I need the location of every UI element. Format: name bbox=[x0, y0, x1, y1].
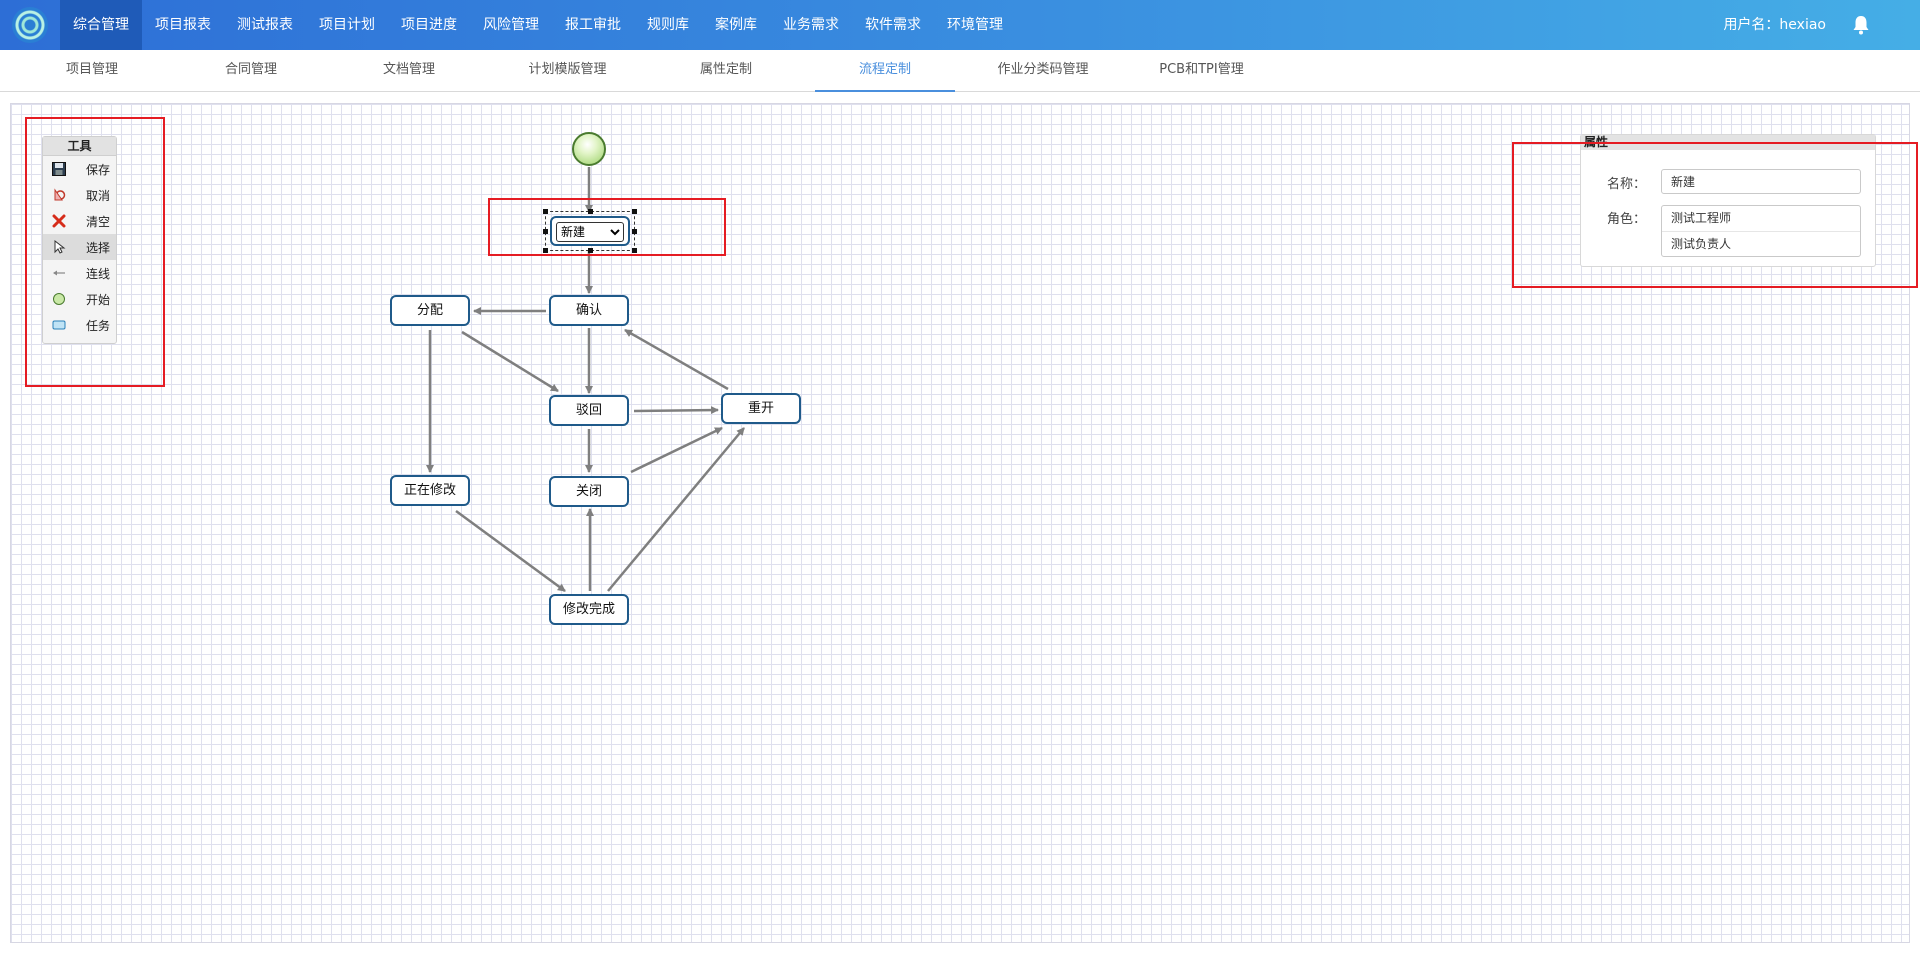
tab-plan-template[interactable]: 计划模版管理 bbox=[512, 50, 623, 92]
tab-project-management[interactable]: 项目管理 bbox=[37, 50, 147, 92]
bell-icon[interactable] bbox=[1852, 15, 1870, 35]
tab-job-category[interactable]: 作业分类码管理 bbox=[988, 50, 1098, 92]
node-assign[interactable]: 分配 bbox=[390, 295, 470, 326]
node-confirm[interactable]: 确认 bbox=[549, 295, 629, 326]
nav-item-cases[interactable]: 案例库 bbox=[702, 0, 770, 50]
tab-pcb-tpi[interactable]: PCB和TPI管理 bbox=[1146, 50, 1257, 92]
sub-tabs: 项目管理 合同管理 文档管理 计划模版管理 属性定制 流程定制 作业分类码管理 … bbox=[0, 50, 1920, 92]
tab-document-management[interactable]: 文档管理 bbox=[354, 50, 464, 92]
node-close[interactable]: 关闭 bbox=[549, 476, 629, 507]
start-node[interactable] bbox=[572, 132, 606, 166]
main-nav: 综合管理 项目报表 测试报表 项目计划 项目进度 风险管理 报工审批 规则库 案… bbox=[60, 0, 1016, 50]
highlight-box-properties bbox=[1512, 142, 1918, 288]
nav-item-project-report[interactable]: 项目报表 bbox=[142, 0, 224, 50]
tab-attribute-custom[interactable]: 属性定制 bbox=[671, 50, 781, 92]
node-modifying[interactable]: 正在修改 bbox=[390, 475, 470, 506]
logo-icon[interactable] bbox=[12, 7, 48, 43]
nav-item-environment[interactable]: 环境管理 bbox=[934, 0, 1016, 50]
highlight-box-node bbox=[488, 198, 726, 256]
nav-item-software-req[interactable]: 软件需求 bbox=[852, 0, 934, 50]
highlight-box-tools bbox=[25, 117, 165, 387]
nav-item-zonghe[interactable]: 综合管理 bbox=[60, 0, 142, 50]
nav-item-risk[interactable]: 风险管理 bbox=[470, 0, 552, 50]
nav-item-work-approval[interactable]: 报工审批 bbox=[552, 0, 634, 50]
node-reopen[interactable]: 重开 bbox=[721, 393, 801, 424]
tab-flow-custom[interactable]: 流程定制 bbox=[815, 50, 955, 92]
nav-item-test-report[interactable]: 测试报表 bbox=[224, 0, 306, 50]
node-reject[interactable]: 驳回 bbox=[549, 395, 629, 426]
username-label[interactable]: 用户名：hexiao bbox=[1723, 0, 1826, 50]
top-navbar: 综合管理 项目报表 测试报表 项目计划 项目进度 风险管理 报工审批 规则库 案… bbox=[0, 0, 1920, 50]
node-modify-done[interactable]: 修改完成 bbox=[549, 594, 629, 625]
nav-item-project-progress[interactable]: 项目进度 bbox=[388, 0, 470, 50]
nav-item-project-plan[interactable]: 项目计划 bbox=[306, 0, 388, 50]
tab-contract-management[interactable]: 合同管理 bbox=[196, 50, 306, 92]
nav-item-rules[interactable]: 规则库 bbox=[634, 0, 702, 50]
nav-item-business-req[interactable]: 业务需求 bbox=[770, 0, 852, 50]
